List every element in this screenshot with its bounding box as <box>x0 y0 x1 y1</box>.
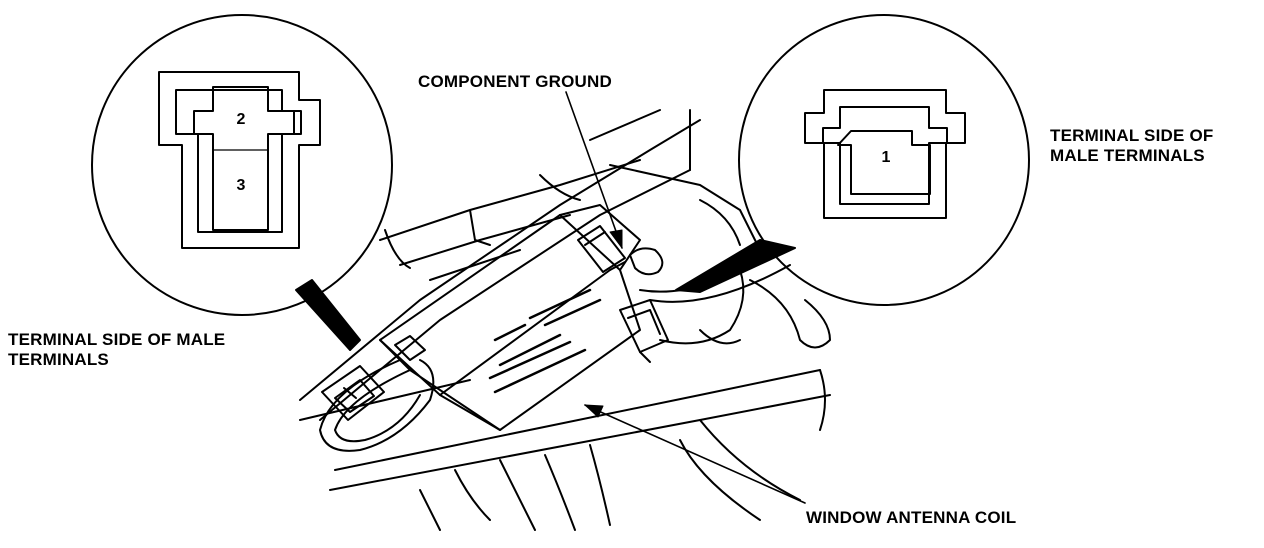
arrowhead-ground <box>609 229 623 249</box>
terminal-number-3: 3 <box>237 177 246 194</box>
window-antenna-coil-label: WINDOW ANTENNA COIL <box>806 508 1017 527</box>
antenna-coil-leader <box>584 404 806 504</box>
terminal-side-left-label: TERMINAL SIDE OF MALE TERMINALS <box>8 330 226 369</box>
terminal-side-right-label: TERMINAL SIDE OF MALE TERMINALS <box>1050 126 1214 165</box>
left-connector-detail <box>91 14 393 316</box>
antenna-coil-unit <box>379 204 669 431</box>
callout-arrowheads <box>584 229 623 418</box>
right-connector-detail <box>738 14 1030 306</box>
terminal-number-2: 2 <box>237 111 246 128</box>
callout-leaders <box>565 91 806 504</box>
magnifier-leaders <box>295 239 796 351</box>
component-ground-leader <box>565 91 623 249</box>
vehicle-body-lines <box>299 109 831 531</box>
terminal-number-1: 1 <box>882 149 891 166</box>
component-ground-label: COMPONENT GROUND <box>418 72 612 91</box>
arrowhead-coil <box>584 404 604 418</box>
